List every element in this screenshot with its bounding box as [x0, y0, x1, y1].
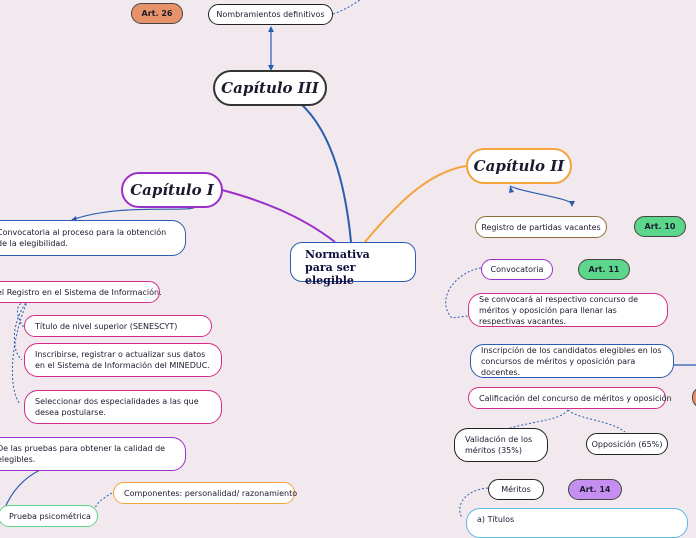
chapter-2-label: Capítulo II	[473, 157, 565, 175]
chapter-2-node[interactable]: Capítulo II	[466, 148, 572, 184]
convocatoria-node[interactable]: Convocatoria	[481, 259, 553, 280]
art-10-tag[interactable]: Art. 10	[634, 216, 686, 237]
specialties-node[interactable]: Seleccionar dos especialidades a las que…	[24, 390, 222, 424]
art-11-label: Art. 11	[588, 265, 620, 274]
art-11-tag[interactable]: Art. 11	[578, 259, 630, 280]
titles-node[interactable]: a) Títulos	[466, 508, 688, 538]
root-label: Normativa para ser elegible	[305, 248, 370, 287]
contest-label: Se convocará al respectivo concurso de m…	[479, 294, 639, 326]
appointments-node[interactable]: Nombramientos definitivos	[208, 4, 333, 25]
psychometric-node[interactable]: Prueba psicométrica	[0, 505, 98, 527]
candidates-node[interactable]: Inscripción de los candidatos elegibles …	[470, 344, 674, 378]
convocatoria-label: Convocatoria	[490, 265, 544, 274]
chapter-1-label: Capítulo I	[130, 181, 214, 199]
call-node[interactable]: Convocatoria al proceso para la obtenció…	[0, 220, 186, 256]
vacancies-node[interactable]: Registro de partidas vacantes	[475, 216, 607, 238]
components-label: Componentes: personalidad/ razonamiento	[124, 488, 298, 498]
degree-label: Título de nivel superior (SENESCYT)	[35, 321, 178, 331]
contest-node[interactable]: Se convocará al respectivo concurso de m…	[468, 293, 668, 327]
art-26-tag[interactable]: Art. 26	[131, 3, 183, 24]
register-label: Inscribirse, registrar o actualizar sus …	[35, 350, 210, 370]
chapter-3-label: Capítulo III	[221, 79, 319, 97]
candidates-label: Inscripción de los candidatos elegibles …	[481, 345, 662, 377]
merit-validation-node[interactable]: Validación de los méritos (35%)	[454, 428, 548, 462]
root-node[interactable]: Normativa para ser elegible	[290, 242, 416, 287]
merit-validation-label: Validación de los méritos (35%)	[465, 435, 533, 455]
opposition-label: Opposición (65%)	[591, 439, 663, 449]
art-10-label: Art. 10	[644, 222, 676, 231]
tests-label: De las pruebas para obtener la calidad d…	[0, 444, 166, 464]
appointments-label: Nombramientos definitivos	[216, 10, 325, 19]
connector-lines	[3, 0, 696, 519]
vacancies-label: Registro de partidas vacantes	[481, 222, 601, 232]
opposition-node[interactable]: Opposición (65%)	[586, 433, 668, 455]
grading-node[interactable]: Calificación del concurso de méritos y o…	[468, 387, 672, 409]
art-26-label: Art. 26	[141, 9, 173, 18]
psychometric-label: Prueba psicométrica	[9, 511, 91, 521]
art-14-tag[interactable]: Art. 14	[568, 479, 622, 500]
grading-label: Calificación del concurso de méritos y o…	[479, 393, 672, 403]
art-14-label: Art. 14	[579, 485, 611, 494]
merits-label: Méritos	[501, 485, 531, 494]
merits-node[interactable]: Méritos	[488, 479, 544, 500]
tests-node[interactable]: De las pruebas para obtener la calidad d…	[0, 437, 186, 471]
specialties-label: Seleccionar dos especialidades a las que…	[35, 397, 199, 417]
components-node[interactable]: Componentes: personalidad/ razonamiento	[113, 482, 298, 504]
registry-node[interactable]: el Registro en el Sistema de Información…	[0, 281, 162, 303]
registry-label: el Registro en el Sistema de Información…	[0, 287, 162, 297]
chapter-1-node[interactable]: Capítulo I	[121, 172, 223, 208]
degree-node[interactable]: Título de nivel superior (SENESCYT)	[24, 315, 212, 337]
chapter-3-node[interactable]: Capítulo III	[213, 70, 327, 106]
register-node[interactable]: Inscribirse, registrar o actualizar sus …	[24, 343, 222, 377]
call-label: Convocatoria al proceso para la obtenció…	[0, 228, 167, 248]
